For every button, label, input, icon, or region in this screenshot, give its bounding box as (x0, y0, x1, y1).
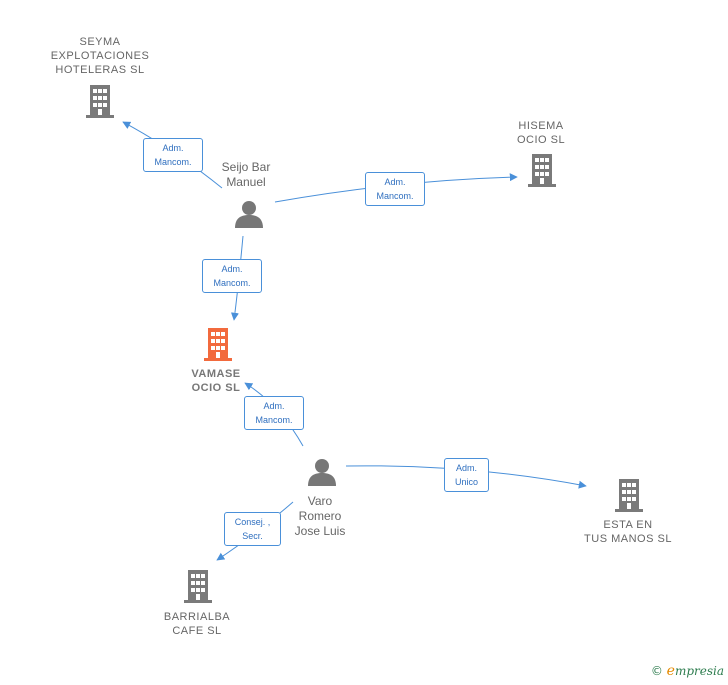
node-label-line: VAMASE (191, 368, 241, 380)
node-label-line: HOTELERAS SL (55, 64, 145, 76)
edge-label-line: Mancom. (255, 415, 293, 425)
node-label-esta[interactable]: ESTA EN TUS MANOS SL (578, 518, 678, 546)
node-label-barrialba[interactable]: BARRIALBA CAFE SL (152, 610, 242, 638)
node-label-seijo[interactable]: Seijo Bar Manuel (206, 160, 286, 190)
edge-label-line: Unico (454, 477, 478, 487)
node-label-line: Romero (298, 509, 342, 523)
edge-label-seijo-hisema[interactable]: Adm. Mancom. (365, 172, 425, 206)
edge-label-seijo-vamase[interactable]: Adm. Mancom. (202, 259, 262, 293)
edge-label-line: Mancom. (213, 278, 251, 288)
building-icon-vamase[interactable] (204, 328, 232, 361)
node-label-line: Jose Luis (294, 524, 346, 538)
node-label-hisema[interactable]: HISEMA OCIO SL (500, 119, 582, 147)
edge-label-line: Secr. (242, 531, 263, 541)
building-icon-hisema[interactable] (528, 154, 556, 187)
building-icon-seyma[interactable] (86, 85, 114, 118)
edge-label-line: Adm. (263, 401, 285, 411)
node-label-line: OCIO SL (191, 382, 241, 394)
person-icon-varo[interactable] (308, 459, 336, 486)
building-icon-esta[interactable] (615, 479, 643, 512)
edge-label-line: Adm. (384, 177, 406, 187)
node-label-line: Varo (307, 494, 333, 508)
edge-label-line: Adm. (221, 264, 243, 274)
person-icon-seijo[interactable] (235, 201, 263, 228)
edge-label-seijo-seyma[interactable]: Adm. Mancom. (143, 138, 203, 172)
brand-footer: © empresia (651, 663, 724, 679)
node-label-line: TUS MANOS SL (584, 533, 672, 545)
brand-initial: e (666, 663, 675, 679)
edge-label-line: Mancom. (154, 157, 192, 167)
edge-label-line: Adm. (162, 143, 184, 153)
edge-label-line: Consej. , (234, 517, 271, 527)
node-label-line: EXPLOTACIONES (50, 50, 150, 62)
node-label-vamase[interactable]: VAMASE OCIO SL (176, 367, 256, 395)
building-icon-barrialba[interactable] (184, 570, 212, 603)
node-label-line: OCIO SL (516, 134, 566, 146)
edge-label-varo-esta[interactable]: Adm. Unico (444, 458, 489, 492)
node-label-line: SEYMA (79, 36, 121, 48)
brand-name: mpresia (674, 664, 724, 678)
node-label-line: CAFE SL (172, 625, 222, 637)
node-label-seyma[interactable]: SEYMA EXPLOTACIONES HOTELERAS SL (50, 35, 150, 77)
edge-label-varo-barrialba[interactable]: Consej. , Secr. (224, 512, 281, 546)
edge-label-line: Adm. (455, 463, 477, 473)
node-label-varo[interactable]: Varo Romero Jose Luis (280, 494, 360, 539)
node-label-line: ESTA EN (603, 519, 653, 531)
node-label-line: BARRIALBA (163, 611, 231, 623)
node-label-line: HISEMA (518, 120, 564, 132)
edge-label-varo-vamase[interactable]: Adm. Mancom. (244, 396, 304, 430)
copyright-icon: © (650, 664, 663, 678)
node-label-line: Manuel (226, 175, 266, 189)
node-label-line: Seijo Bar (221, 160, 271, 174)
edge-label-line: Mancom. (376, 191, 414, 201)
